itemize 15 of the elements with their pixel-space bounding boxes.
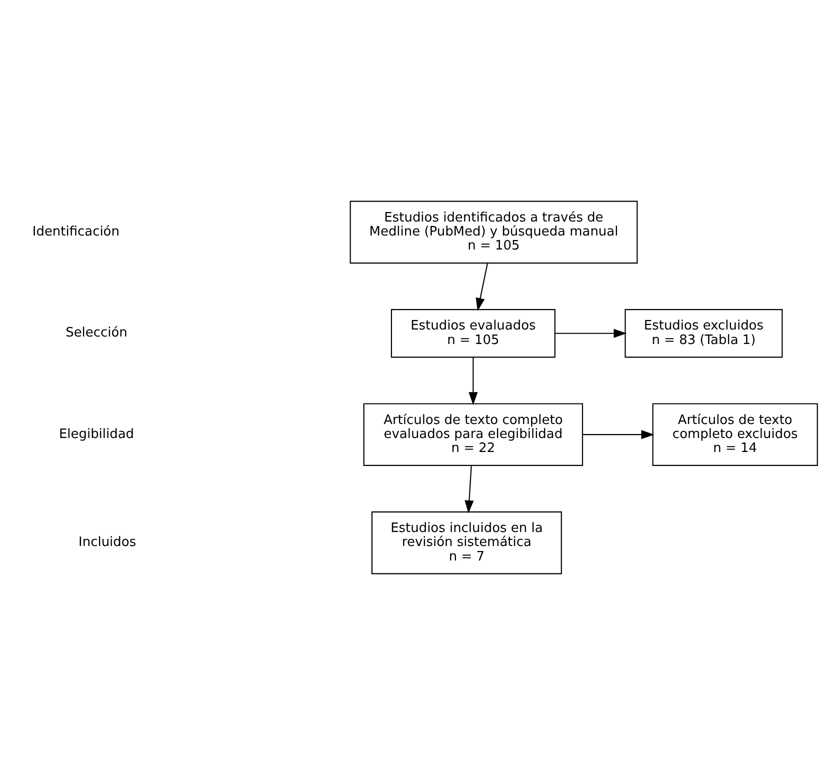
arrow xyxy=(555,328,627,338)
arrow xyxy=(468,357,478,406)
label: Elegibilidad xyxy=(58,426,134,442)
arrow xyxy=(476,263,488,312)
node-box: Artículos de texto completo evaluados para elegibilidad n = 22 xyxy=(363,403,584,466)
node-box: Artículos de texto completo excluidos n = 14 xyxy=(652,403,818,466)
node-box: Estudios excluidos n = 83 (Tabla 1) xyxy=(624,309,783,358)
node-box: Estudios identificados a través de Medline (PubMed) y búsqueda manual n = 105 xyxy=(350,200,638,264)
label: Selección xyxy=(66,326,128,341)
label: Incluidos xyxy=(78,535,136,550)
arrow xyxy=(464,465,474,514)
arrow xyxy=(582,430,654,440)
node-box: Estudios incluidos en la revisión sistemática n = 7 xyxy=(371,511,562,574)
label: Identificación xyxy=(32,224,120,240)
node-box: Estudios evaluados n = 105 xyxy=(390,309,556,358)
